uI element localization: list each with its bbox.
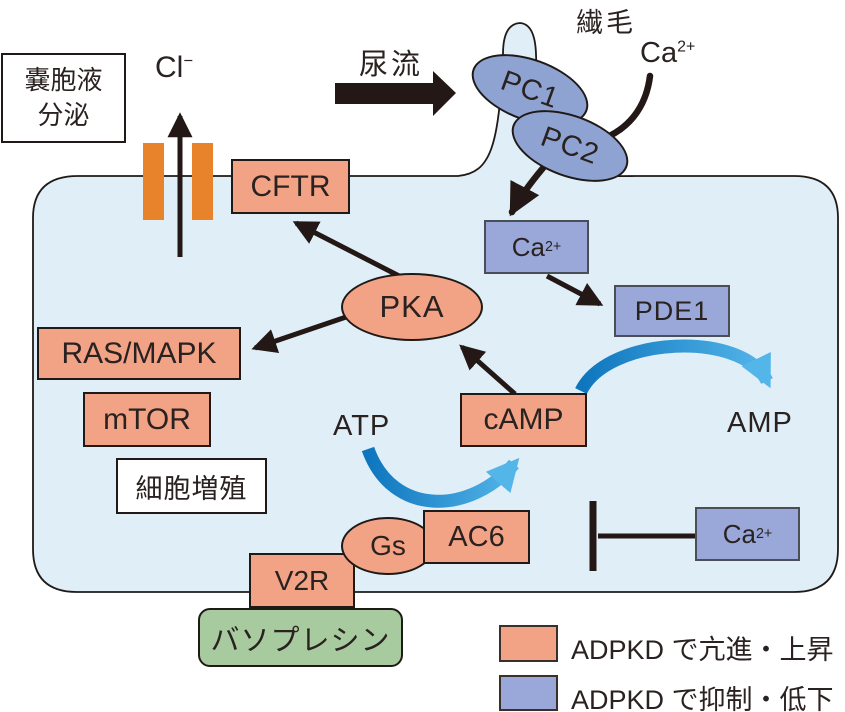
cyst-fluid-line1: 嚢胞液 [24, 65, 103, 95]
chloride-label: Cl− [155, 51, 193, 84]
legend-label-downregulated: ADPKD で抑制・低下 [571, 685, 834, 712]
vasopressin-node: バソプレシン [198, 608, 403, 667]
cyst-fluid-secretion-box: 嚢胞液 分泌 [1, 53, 126, 143]
cftr-channel-bar-left [143, 143, 164, 220]
arrow-ca-to-pde1 [545, 273, 604, 307]
cftr-channel-bar-right [192, 143, 213, 220]
cyst-fluid-line2: 分泌 [37, 100, 90, 130]
atp-label: ATP [333, 410, 391, 442]
ac6-node: AC6 [423, 510, 530, 564]
ras-mapk-node: RAS/MAPK [37, 327, 241, 380]
cftr-node: CFTR [231, 159, 350, 214]
amp-label: AMP [727, 407, 793, 439]
legend-label-upregulated: ADPKD で亢進・上昇 [571, 635, 834, 665]
pde1-node: PDE1 [614, 285, 730, 337]
urine-flow-label: 尿流 [359, 49, 424, 81]
arrow-pka-to-rasmapk [251, 313, 350, 353]
camp-node: cAMP [460, 393, 587, 447]
arrow-atp-to-camp [361, 446, 520, 508]
arrow-camp-to-amp [575, 339, 773, 395]
mtor-node: mTOR [83, 392, 211, 447]
cell-proliferation-box: 細胞増殖 [116, 458, 267, 514]
arrow-camp-to-pka [459, 344, 517, 396]
gs-node: Gs [341, 517, 435, 575]
legend-swatch-upregulated [499, 625, 558, 662]
arrow-pka-to-cftr [292, 220, 409, 283]
extracellular-calcium-label: Ca2+ [640, 37, 696, 69]
cilia-label: 繊毛 [576, 8, 636, 38]
urine-flow-arrow [335, 71, 456, 116]
v2r-node: V2R [249, 553, 355, 608]
pka-node: PKA [341, 273, 483, 341]
legend-swatch-downregulated [499, 675, 558, 711]
